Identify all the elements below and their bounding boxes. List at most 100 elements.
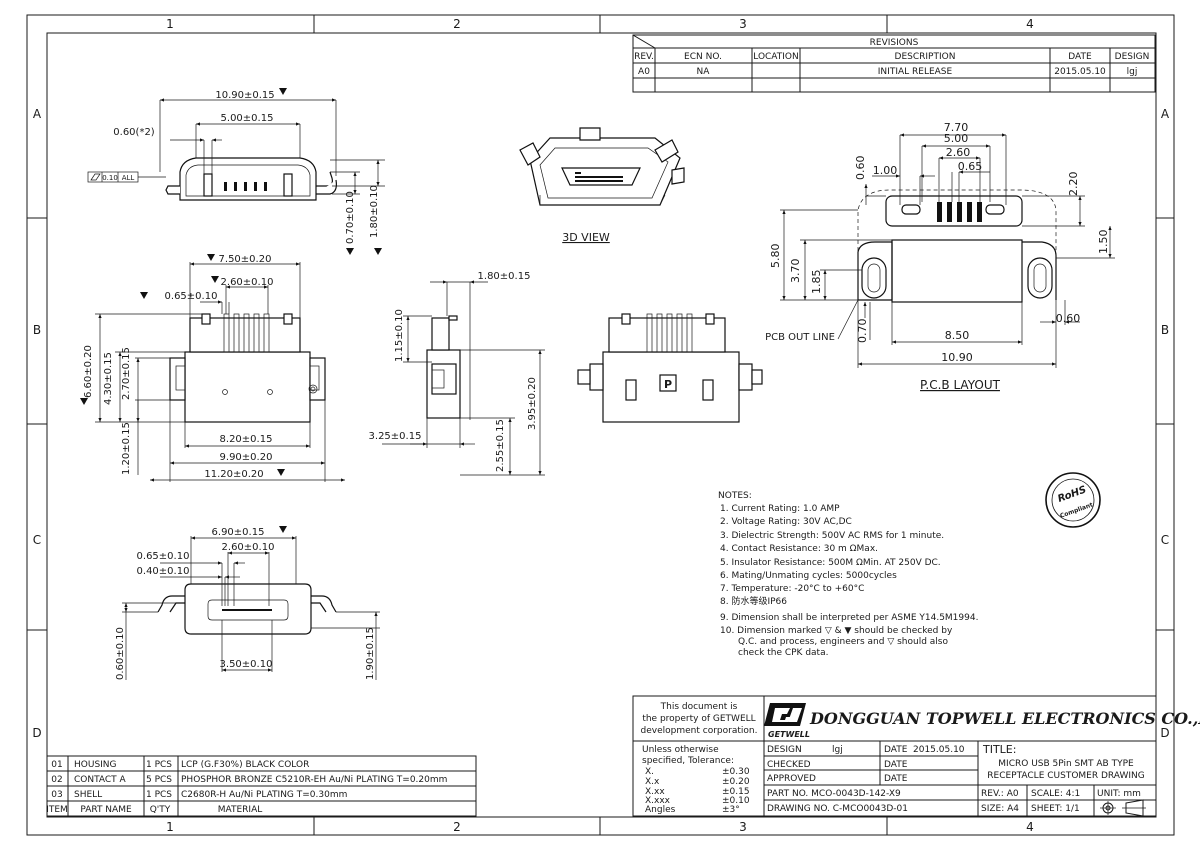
bom-header-name: PART NAME [80,805,132,815]
dim-top-pin: 0.60(*2) [113,127,155,138]
rev-row-description: INITIAL RELEASE [878,67,953,77]
grid-col-1-top: 1 [166,17,174,31]
size-value: SIZE: A4 [981,804,1019,814]
back-view: P [577,313,763,423]
scale-value: SCALE: 4:1 [1031,789,1080,799]
bom-row3-name: SHELL [74,790,102,800]
bom-row2-material: PHOSPHOR BRONZE C5210R-EH Au/Ni PLATING … [181,775,447,785]
rev-row-rev: A0 [638,67,650,77]
tolerance-heading-1: Unless otherwise [642,745,719,755]
grid-labels: 1 2 3 4 1 2 3 4 A B C D A B C D [32,17,1170,834]
grid-row-d-right: D [1160,726,1169,740]
checked-date-label: DATE [884,760,908,770]
title-line-1: MICRO USB 5Pin SMT AB TYPE [998,759,1134,769]
logo-text: GETWELL [768,730,810,739]
dim-bottom-260: 2.60±0.10 [222,542,275,553]
tol-xxx-val: ±0.15 [722,787,750,797]
note-8: 8. 防水等级IP66 [720,595,787,607]
property-line-3: development corporation. [641,726,758,736]
title-line-2: RECEPTACLE CUSTOMER DRAWING [987,771,1144,781]
dim-pcb-150: 1.50 [1097,230,1110,255]
property-line-2: the property of GETWELL [642,714,755,724]
dim-bottom-690: 6.90±0.15 [212,527,265,538]
note-6: 6. Mating/Unmating cycles: 5000cycles [720,571,897,581]
iso-view-label: 3D VIEW [562,231,610,244]
grid-row-dividers [27,217,1174,631]
pcb-layout-label: P.C.B LAYOUT [920,378,1001,392]
rev-row-design: lgj [1127,67,1138,77]
grid-col-3-top: 3 [739,17,747,31]
note-3: 3. Dielectric Strength: 500V AC RMS for … [720,531,944,541]
rev-header-date: DATE [1068,52,1092,62]
dim-top-inner: 5.00±0.15 [221,113,274,124]
dim-pcb-060-top: 0.60 [854,156,867,181]
dim-top-width: 10.90±0.15 [215,90,274,101]
dim-pcb-370: 3.70 [789,259,802,284]
company-logo: GETWELL [764,703,810,739]
projection-symbol-icon [1100,799,1146,817]
revisions-title: REVISIONS [870,38,919,48]
grid-row-b-right: B [1161,323,1169,337]
dim-top-070: 0.70±0.10 [345,191,356,244]
dim-front-430: 4.30±0.15 [103,352,114,405]
front-view: 7.50±0.20 2.60±0.10 0.65±0.10 6.60±0.20 … [80,254,345,482]
grid-col-1-bottom: 1 [166,820,174,834]
flatness-value: 0.10 [102,174,118,182]
tol-xxxx-val: ±0.10 [722,796,750,806]
grid-col-4-bottom: 4 [1026,820,1034,834]
date-label: DATE [884,745,908,755]
design-label: DESIGN [767,745,802,755]
pcb-layout: 7.70 5.00 2.60 0.65 1.00 0.60 2.20 1.50 … [765,121,1115,392]
note-7: 7. Temperature: -20°C to +60°C [720,584,864,594]
tol-xx: X.x [645,777,660,787]
tol-xxxx: X.xxx [645,796,671,806]
bottom-view: 6.90±0.15 2.60±0.10 0.65±0.10 0.40±0.10 … [115,526,380,680]
rev-header-location: LOCATION [753,52,799,62]
note-5: 5. Insulator Resistance: 500M ΩMin. AT 2… [720,558,941,568]
dim-pcb-1090: 10.90 [941,351,973,364]
drawing-no: DRAWING NO. C-MCO0043D-01 [767,804,908,814]
part-no: PART NO. MCO-0043D-142-X9 [767,789,901,799]
grid-col-4-top: 4 [1026,17,1034,31]
notes-block: NOTES: 1. Current Rating: 1.0 AMP 2. Vol… [718,491,978,658]
grid-column-dividers [313,15,888,835]
bom-row3-item: 03 [51,790,62,800]
dim-side-395: 3.95±0.20 [527,377,538,430]
inner-border [46,32,1157,818]
dim-bottom-040: 0.40±0.10 [137,566,190,577]
dim-pcb-260: 2.60 [946,146,971,159]
dim-front-990: 9.90±0.20 [220,452,273,463]
dim-side-180: 1.80±0.15 [478,271,531,282]
bom-row1-name: HOUSING [74,760,117,770]
tol-x: X. [645,767,654,777]
rev-row-ecn: NA [697,67,711,77]
bom-header-item: ITEM [46,805,68,815]
dim-pcb-500: 5.00 [944,132,969,145]
dim-pcb-060-right: 0.60 [1056,312,1081,325]
dim-pcb-770: 7.70 [944,121,969,134]
note-4: 4. Contact Resistance: 30 m ΩMax. [720,544,878,554]
bom-row3-qty: 1 PCS [146,790,172,800]
top-view: 10.90±0.15 5.00±0.15 0.60(*2) 0.70±0.10 … [87,88,385,255]
rev-header-ecn: ECN NO. [684,52,722,62]
title-block: This document is the property of GETWELL… [632,695,1200,817]
rev-row-date: 2015.05.10 [1054,67,1106,77]
flatness-scope: ALL [122,174,135,182]
checked-label: CHECKED [767,760,811,770]
grid-row-a-left: A [33,107,42,121]
bom-table: 01 HOUSING 1 PCS LCP (G.F30%) BLACK COLO… [46,755,477,817]
property-line-1: This document is [660,702,738,712]
bom-row2-name: CONTACT A [74,775,127,785]
dim-pcb-185: 1.85 [810,270,823,295]
pcb-outline-label: PCB OUT LINE [765,332,835,343]
dim-top-180: 1.80±0.10 [369,185,380,238]
bom-row1-qty: 1 PCS [146,760,172,770]
dim-pcb-220: 2.20 [1067,172,1080,197]
tol-xxx: X.xx [645,787,665,797]
dim-front-120: 1.20±0.15 [121,422,132,475]
note-10-cont-2: check the CPK data. [738,648,828,658]
rev-header-rev: REV. [634,52,654,62]
grid-col-2-top: 2 [453,17,461,31]
approved-date-label: DATE [884,774,908,784]
dim-side-325: 3.25±0.15 [369,431,422,442]
